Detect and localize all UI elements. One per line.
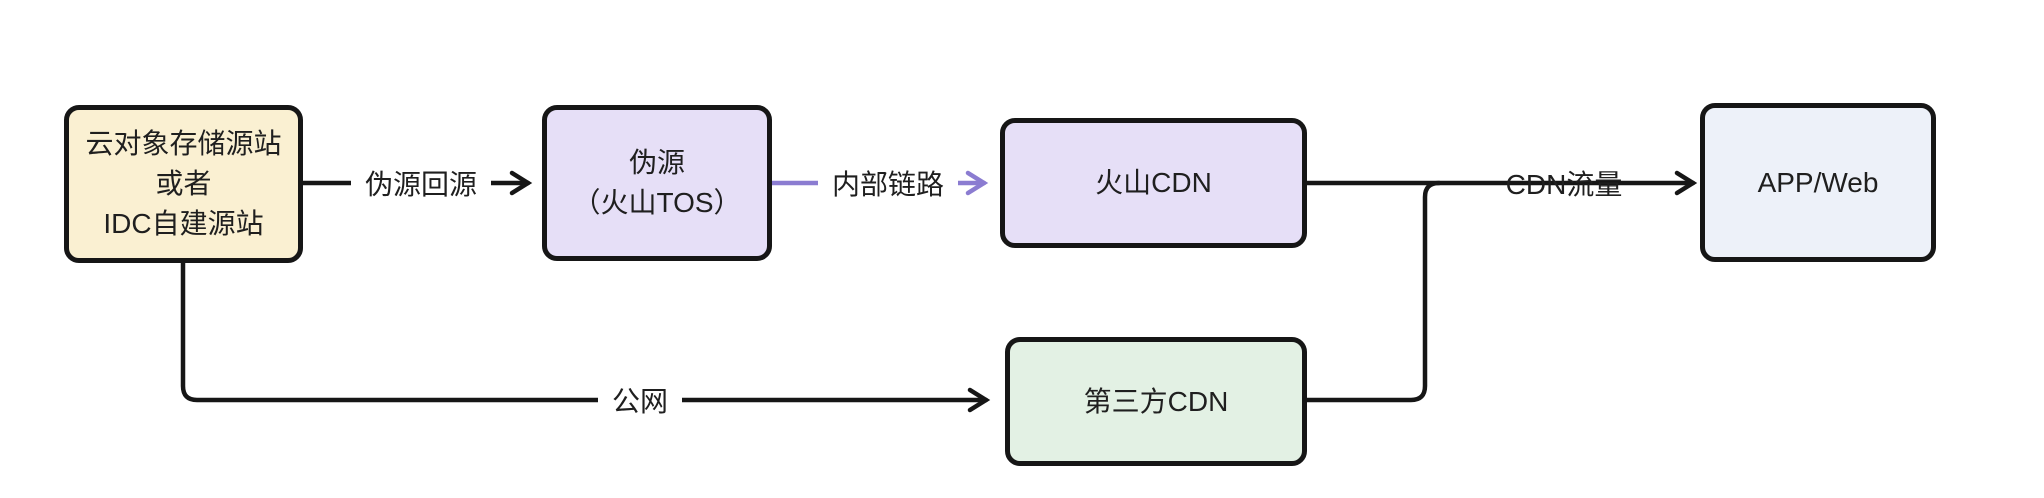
node-app-web: APP/Web: [1700, 103, 1936, 262]
node-volc-label: 火山CDN: [1095, 167, 1212, 198]
edge-label-cdn-traffic: CDN流量: [1505, 169, 1623, 200]
node-volc-cdn: 火山CDN: [1000, 118, 1307, 248]
edge-label-public-network: 公网: [597, 378, 683, 422]
node-pseudo-line-1: 伪源: [628, 147, 685, 178]
node-origin-site: 云对象存储源站 或者 IDC自建源站: [64, 105, 303, 263]
node-app-label: APP/Web: [1757, 166, 1879, 198]
edge-third-cdn-merge: [1304, 180, 1442, 403]
edge-public-network: [180, 260, 991, 413]
node-third-party-cdn: 第三方CDN: [1005, 337, 1307, 466]
node-origin-line-1: 云对象存储源站: [85, 128, 282, 159]
node-third-label: 第三方CDN: [1083, 385, 1229, 417]
edge-label-internal-link: 内部链路: [817, 161, 959, 205]
node-origin-line-2: 或者: [155, 168, 212, 199]
node-pseudo-line-2: （火山TOS）: [572, 187, 742, 218]
edge-label-pseudo-back-to-origin: 伪源回源: [350, 161, 492, 205]
node-pseudo-origin-tos: 伪源 （火山TOS）: [542, 105, 772, 261]
node-origin-line-3: IDC自建源站: [103, 208, 264, 239]
